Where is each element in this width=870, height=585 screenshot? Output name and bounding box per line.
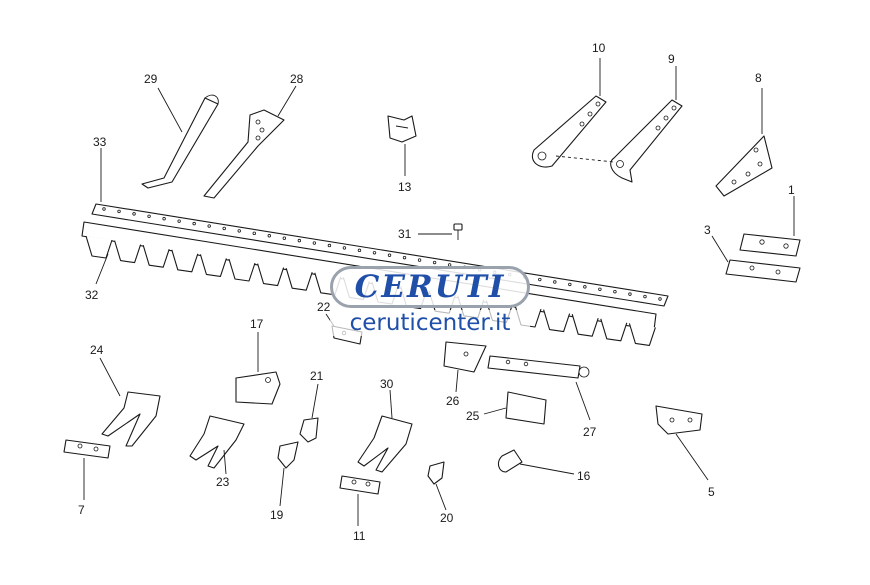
bar-rivet-hole: [207, 224, 211, 228]
bar-rivet-hole: [538, 277, 542, 282]
cutter-section: [114, 240, 142, 264]
callout-5: 5: [708, 485, 715, 499]
callout-16: 16: [577, 469, 591, 483]
bar-rivet-hole: [297, 238, 302, 243]
part-7-plate: 11: [339, 475, 381, 543]
part-1-plate: 1: [739, 183, 801, 257]
callout-8: 7: [78, 503, 85, 517]
callout-3: 3: [704, 223, 711, 237]
bar-rivet-hole: [643, 294, 647, 299]
cutter-section: [600, 318, 628, 342]
bar-rivet-hole: [372, 251, 377, 255]
part-8-plate: 7: [63, 439, 111, 517]
bar-rivet-hole: [568, 282, 572, 287]
part-22-tab: 21: [299, 369, 324, 443]
part-27-guard: 23: [189, 415, 245, 489]
cutter-section: [228, 258, 256, 282]
cutter-section: [142, 245, 170, 268]
cutter-section: [628, 323, 656, 346]
part-23-divider: 28: [203, 72, 304, 199]
bar-rivet-hole: [177, 219, 181, 223]
callout-27: 23: [216, 475, 230, 489]
callout-24: 29: [144, 72, 158, 86]
callout-22: 21: [310, 369, 324, 383]
callout-31: 33: [93, 135, 107, 149]
callout-20: 20: [440, 511, 454, 525]
bar-rivet-hole: [613, 290, 617, 294]
bar-rivet-hole: [147, 214, 151, 218]
callout-30: 27: [583, 425, 597, 439]
bar-rivet-hole: [282, 236, 287, 240]
part-26-plate: 26: [443, 341, 487, 408]
callout-26: 26: [446, 394, 460, 408]
part-3-plate: 3: [704, 223, 801, 283]
cutter-section: [543, 309, 571, 333]
bar-rivet-hole: [583, 285, 587, 289]
cutter-section: [571, 314, 599, 337]
cutter-section: [257, 263, 285, 287]
bar-rivet-hole: [432, 260, 437, 265]
cutter-section: [85, 235, 113, 259]
bar-rivet-hole: [402, 255, 407, 260]
cutter-section: [199, 254, 227, 277]
cutter-section: [285, 268, 313, 291]
watermark: CERUTI ceruticenter.it: [330, 266, 530, 346]
callout-1: 1: [788, 183, 795, 197]
callout-10: 9: [668, 52, 675, 66]
callout-19: 19: [270, 508, 284, 522]
bar-rivet-hole: [553, 280, 557, 284]
part-9-plate: 8: [715, 71, 773, 197]
bar-rivet-hole: [628, 292, 632, 296]
part-33-bolt: 31: [398, 223, 463, 241]
bar-rivet-hole: [192, 221, 196, 226]
part-24-rod: 29: [141, 72, 219, 189]
bar-rivet-hole: [387, 253, 392, 257]
bar-rivet-hole: [237, 229, 241, 233]
watermark-url: ceruticenter.it: [330, 310, 530, 336]
part-20-tab: 20: [427, 461, 454, 525]
part-16-clip: 16: [497, 449, 591, 483]
bar-rivet-hole: [117, 209, 121, 214]
callout-7: 11: [353, 529, 366, 543]
callout-23: 28: [290, 72, 304, 86]
part-13-clip: 13: [387, 115, 417, 194]
part-30-knife-head: 27: [487, 355, 597, 439]
bar-rivet-hole: [312, 241, 317, 245]
callout-33: 31: [398, 227, 412, 241]
part-19-tab: 19: [270, 441, 299, 522]
callout-9: 8: [755, 71, 762, 85]
callout-29: 24: [90, 343, 104, 357]
bar-rivet-hole: [342, 246, 347, 250]
callout-28: 30: [380, 377, 394, 391]
callout-11: 10: [592, 41, 606, 55]
callout-13: 13: [398, 180, 412, 194]
part-25-plate: 25: [466, 391, 547, 425]
callout-32: 32: [85, 288, 99, 302]
part-29-guard: 24: [90, 343, 161, 447]
watermark-logo: CERUTI: [330, 266, 530, 308]
bar-rivet-hole: [417, 258, 422, 262]
bar-rivet-hole: [598, 287, 602, 291]
callout-17: 17: [250, 317, 264, 331]
part-10-arm: 9: [555, 52, 683, 183]
bar-rivet-hole: [222, 226, 226, 231]
bar-rivet-hole: [102, 207, 106, 211]
bar-rivet-hole: [357, 248, 362, 253]
callout-21: 22: [317, 300, 331, 314]
part-5-bracket: 5: [655, 405, 715, 499]
bar-rivet-hole: [252, 231, 256, 236]
cutter-section: [171, 249, 199, 273]
bar-rivet-hole: [658, 297, 662, 301]
part-17-plate: 17: [235, 317, 281, 405]
part-11-arm: 10: [532, 41, 607, 168]
bar-rivet-hole: [132, 212, 136, 216]
bar-rivet-hole: [162, 217, 166, 221]
bar-rivet-hole: [267, 234, 271, 238]
part-28-guard: 30: [357, 377, 413, 473]
bar-rivet-hole: [327, 243, 332, 248]
callout-25: 25: [466, 409, 480, 423]
